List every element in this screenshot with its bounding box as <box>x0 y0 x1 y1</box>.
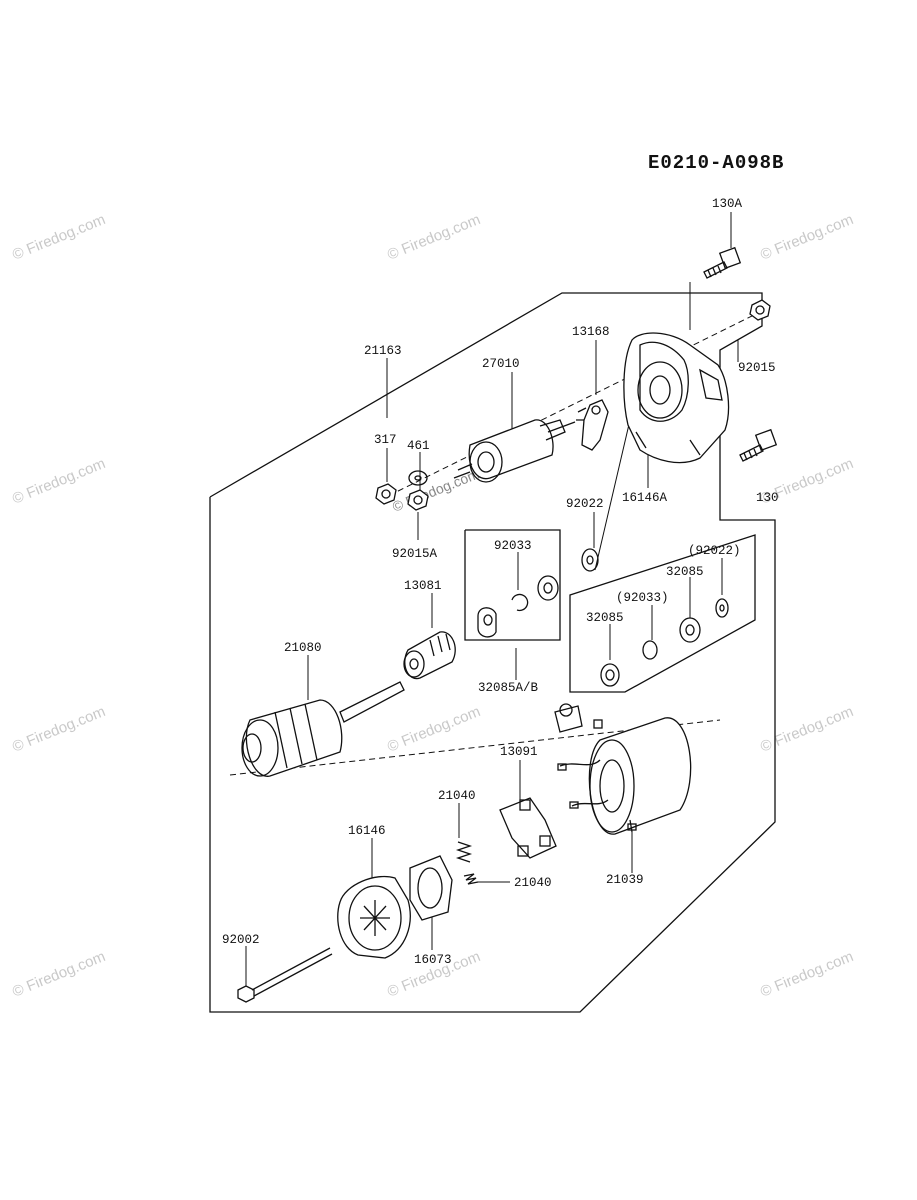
part-label-317: 317 <box>374 433 397 447</box>
washer-461 <box>408 470 428 486</box>
part-label-13081: 13081 <box>404 579 442 593</box>
part-label-21040-lower: 21040 <box>514 876 552 890</box>
part-label-92022: 92022 <box>566 497 604 511</box>
kit-box-right <box>569 534 756 693</box>
part-label-32085ab: 32085A/B <box>478 681 539 695</box>
snap-ring-92033-kit <box>642 640 658 660</box>
bolt-130 <box>739 428 778 462</box>
part-label-21040-upper: 21040 <box>438 789 476 803</box>
diagram-code: E0210-A098B <box>648 152 785 174</box>
part-label-92002: 92002 <box>222 933 260 947</box>
part-label-32085-upper: 32085 <box>666 565 704 579</box>
washer-92022 <box>581 548 599 572</box>
nut-317 <box>375 483 397 505</box>
stop-collar-32085-kit <box>600 663 620 687</box>
end-cover-16146 <box>337 876 411 959</box>
collar-32085-kit <box>679 617 701 643</box>
part-label-92033: 92033 <box>494 539 532 553</box>
washer-92022-kit <box>715 598 729 618</box>
part-label-27010: 27010 <box>482 357 520 371</box>
bolt-130a <box>703 246 742 279</box>
assembly-outline <box>209 292 776 1013</box>
spring-21040-b <box>463 873 479 885</box>
part-label-92022-paren: (92022) <box>688 544 741 558</box>
part-label-16146: 16146 <box>348 824 386 838</box>
part-label-21039: 21039 <box>606 873 644 887</box>
nut-92015a <box>407 489 429 511</box>
stop-collar <box>477 607 497 638</box>
solenoid-27010 <box>453 419 576 483</box>
pinion-13081 <box>403 631 456 680</box>
part-label-130a: 130A <box>712 197 743 211</box>
plate-16073 <box>409 855 453 921</box>
spring-21040-a <box>455 841 473 863</box>
part-label-461: 461 <box>407 439 430 453</box>
through-bolt-92002 <box>237 947 333 1003</box>
part-label-21163: 21163 <box>364 344 402 358</box>
part-label-130: 130 <box>756 491 779 505</box>
kit-box-center <box>464 529 561 641</box>
part-label-92033-paren: (92033) <box>616 591 669 605</box>
yoke-21039 <box>554 703 692 835</box>
lever-13168 <box>576 399 609 451</box>
part-label-16146a: 16146A <box>622 491 668 505</box>
brush-holder-13091 <box>499 797 557 859</box>
part-label-21080: 21080 <box>284 641 322 655</box>
snap-ring-92033 <box>511 593 529 612</box>
collar <box>537 575 559 601</box>
part-label-32085-lower: 32085 <box>586 611 624 625</box>
armature-21080 <box>241 681 405 777</box>
part-label-13091: 13091 <box>500 745 538 759</box>
nut-92015 <box>749 299 771 321</box>
part-label-92015a: 92015A <box>392 547 438 561</box>
housing-16146a <box>623 332 730 464</box>
part-label-92015: 92015 <box>738 361 776 375</box>
part-label-13168: 13168 <box>572 325 610 339</box>
part-label-16073: 16073 <box>414 953 452 967</box>
